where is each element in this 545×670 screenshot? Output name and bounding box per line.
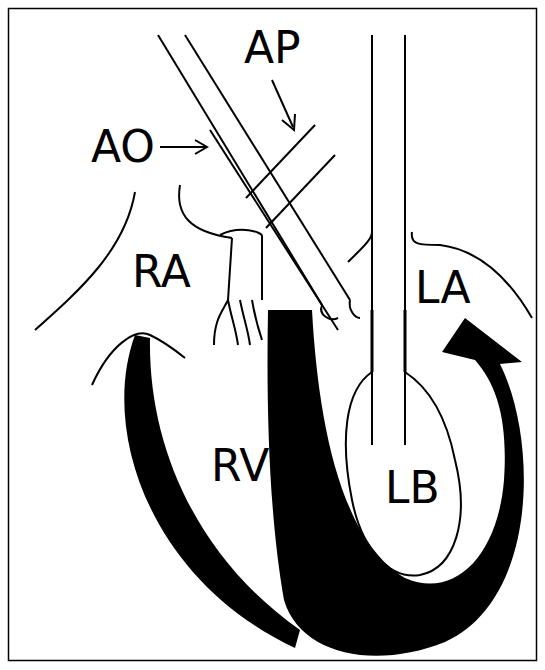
cannula [404,35,406,445]
left-atrium-wall [412,232,532,318]
right-ventricle-wall [124,335,300,648]
aortic-tube [210,130,338,330]
frame [9,9,537,661]
right-atrium-wall [179,185,232,238]
part-label: AP [244,26,301,70]
part-label: RV [211,444,269,488]
leader-arrow [160,146,205,148]
right-atrium-wall [35,192,135,330]
pulmonary-root [220,230,262,236]
part-label: LB [385,466,440,510]
aortic-tube-end [321,300,360,319]
part-label: RA [132,250,191,294]
arrow-head [195,140,207,154]
pulmonary-valve [214,236,262,345]
pulmonary-artery [266,155,335,228]
cannula [371,35,373,445]
part-label: LA [415,266,471,310]
aortic-tube [185,35,350,300]
left-atrium-wall [348,232,372,320]
myocardium [268,310,524,656]
cannula-neck [372,310,405,372]
part-label: AO [91,125,155,169]
arrow-head [282,114,295,130]
